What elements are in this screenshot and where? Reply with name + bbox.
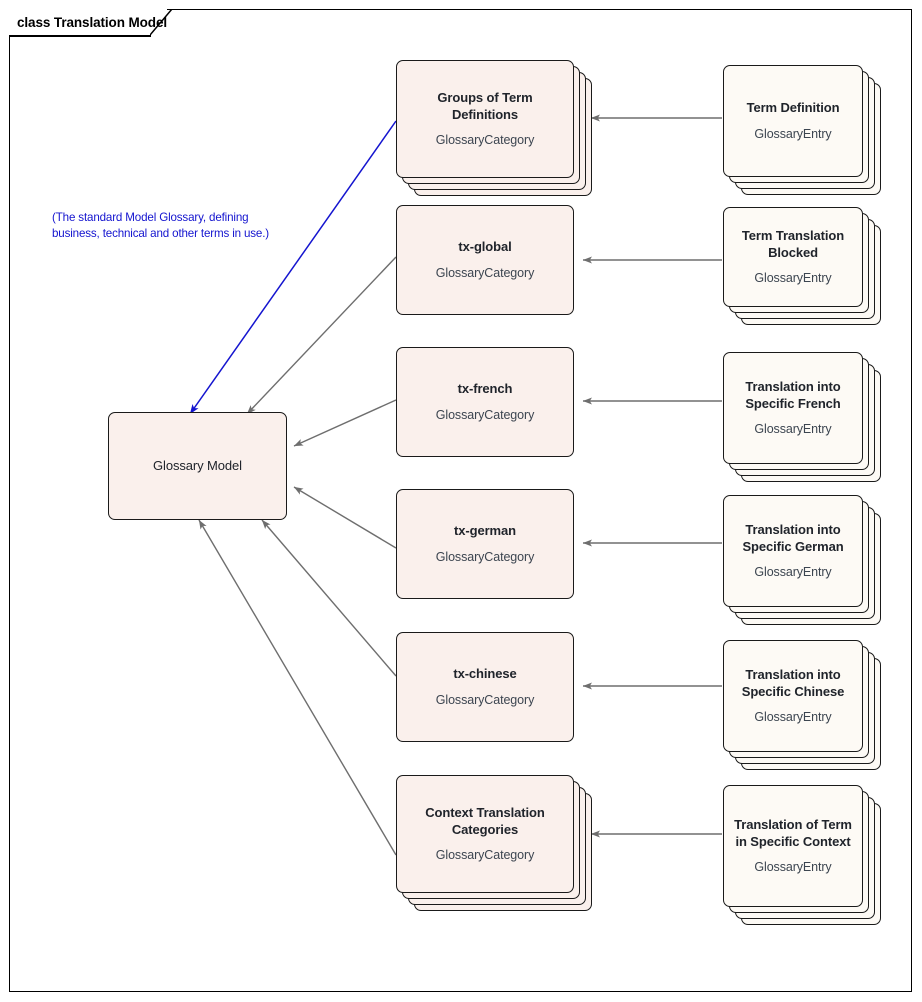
- class-node-translation-of-term-in-specific-context[interactable]: Translation of Term in Specific Context …: [723, 785, 881, 925]
- class-name: Translation into Specific French: [745, 378, 841, 411]
- class-node-tx-french[interactable]: tx-french GlossaryCategory: [396, 347, 574, 457]
- diagram-title-tab: class Translation Model: [9, 9, 167, 35]
- class-name: tx-french: [457, 381, 513, 397]
- class-node-body: tx-german GlossaryCategory: [396, 489, 574, 599]
- class-stereotype: GlossaryEntry: [754, 271, 832, 286]
- class-node-body: tx-global GlossaryCategory: [396, 205, 574, 315]
- class-node-context-translation-categories[interactable]: Context Translation Categories GlossaryC…: [396, 775, 592, 911]
- diagram-frame: [9, 9, 912, 992]
- class-node-glossary-model[interactable]: Glossary Model: [108, 412, 287, 520]
- class-node-tx-german[interactable]: tx-german GlossaryCategory: [396, 489, 574, 599]
- class-node-body: Groups of Term Definitions GlossaryCateg…: [396, 60, 574, 178]
- class-name: tx-german: [454, 523, 516, 539]
- class-name: Translation into Specific German: [742, 521, 844, 554]
- class-name: Translation of Term in Specific Context: [734, 816, 852, 849]
- class-stereotype: GlossaryEntry: [754, 710, 832, 725]
- class-node-term-definition[interactable]: Term Definition GlossaryEntry: [723, 65, 881, 195]
- class-node-body: Term Translation Blocked GlossaryEntry: [723, 207, 863, 307]
- class-name: Context Translation Categories: [425, 804, 545, 837]
- class-stereotype: GlossaryEntry: [754, 860, 832, 875]
- class-stereotype: GlossaryEntry: [754, 422, 832, 437]
- class-name: Translation into Specific Chinese: [741, 666, 845, 699]
- class-name: Glossary Model: [153, 457, 242, 473]
- class-node-body: Translation into Specific French Glossar…: [723, 352, 863, 464]
- class-node-term-translation-blocked[interactable]: Term Translation Blocked GlossaryEntry: [723, 207, 881, 325]
- class-node-body: tx-french GlossaryCategory: [396, 347, 574, 457]
- glossary-model-note: (The standard Model Glossary, defining b…: [52, 211, 270, 241]
- class-node-translation-into-specific-french[interactable]: Translation into Specific French Glossar…: [723, 352, 881, 482]
- class-name: tx-chinese: [453, 666, 517, 682]
- class-stereotype: GlossaryEntry: [754, 126, 832, 141]
- class-node-translation-into-specific-german[interactable]: Translation into Specific German Glossar…: [723, 495, 881, 625]
- class-name: Groups of Term Definitions: [437, 89, 533, 122]
- class-node-groups-of-term-definitions[interactable]: Groups of Term Definitions GlossaryCateg…: [396, 60, 592, 196]
- class-node-body: Translation into Specific German Glossar…: [723, 495, 863, 607]
- class-name: tx-global: [458, 239, 512, 255]
- class-node-tx-global[interactable]: tx-global GlossaryCategory: [396, 205, 574, 315]
- class-node-tx-chinese[interactable]: tx-chinese GlossaryCategory: [396, 632, 574, 742]
- class-node-body: Translation of Term in Specific Context …: [723, 785, 863, 907]
- class-name: Term Translation Blocked: [741, 227, 845, 260]
- class-stereotype: GlossaryEntry: [754, 565, 832, 580]
- class-stereotype: GlossaryCategory: [435, 848, 535, 863]
- class-node-body: Term Definition GlossaryEntry: [723, 65, 863, 177]
- diagram-title: class Translation Model: [17, 14, 167, 30]
- class-stereotype: GlossaryCategory: [435, 407, 535, 422]
- class-node-translation-into-specific-chinese[interactable]: Translation into Specific Chinese Glossa…: [723, 640, 881, 770]
- class-node-body: Glossary Model: [108, 412, 287, 520]
- class-node-body: tx-chinese GlossaryCategory: [396, 632, 574, 742]
- class-node-body: Context Translation Categories GlossaryC…: [396, 775, 574, 893]
- class-stereotype: GlossaryCategory: [435, 133, 535, 148]
- class-stereotype: GlossaryCategory: [435, 265, 535, 280]
- class-stereotype: GlossaryCategory: [435, 549, 535, 564]
- class-stereotype: GlossaryCategory: [435, 692, 535, 707]
- class-name: Term Definition: [746, 100, 840, 116]
- class-node-body: Translation into Specific Chinese Glossa…: [723, 640, 863, 752]
- title-tab-underline: [9, 35, 151, 37]
